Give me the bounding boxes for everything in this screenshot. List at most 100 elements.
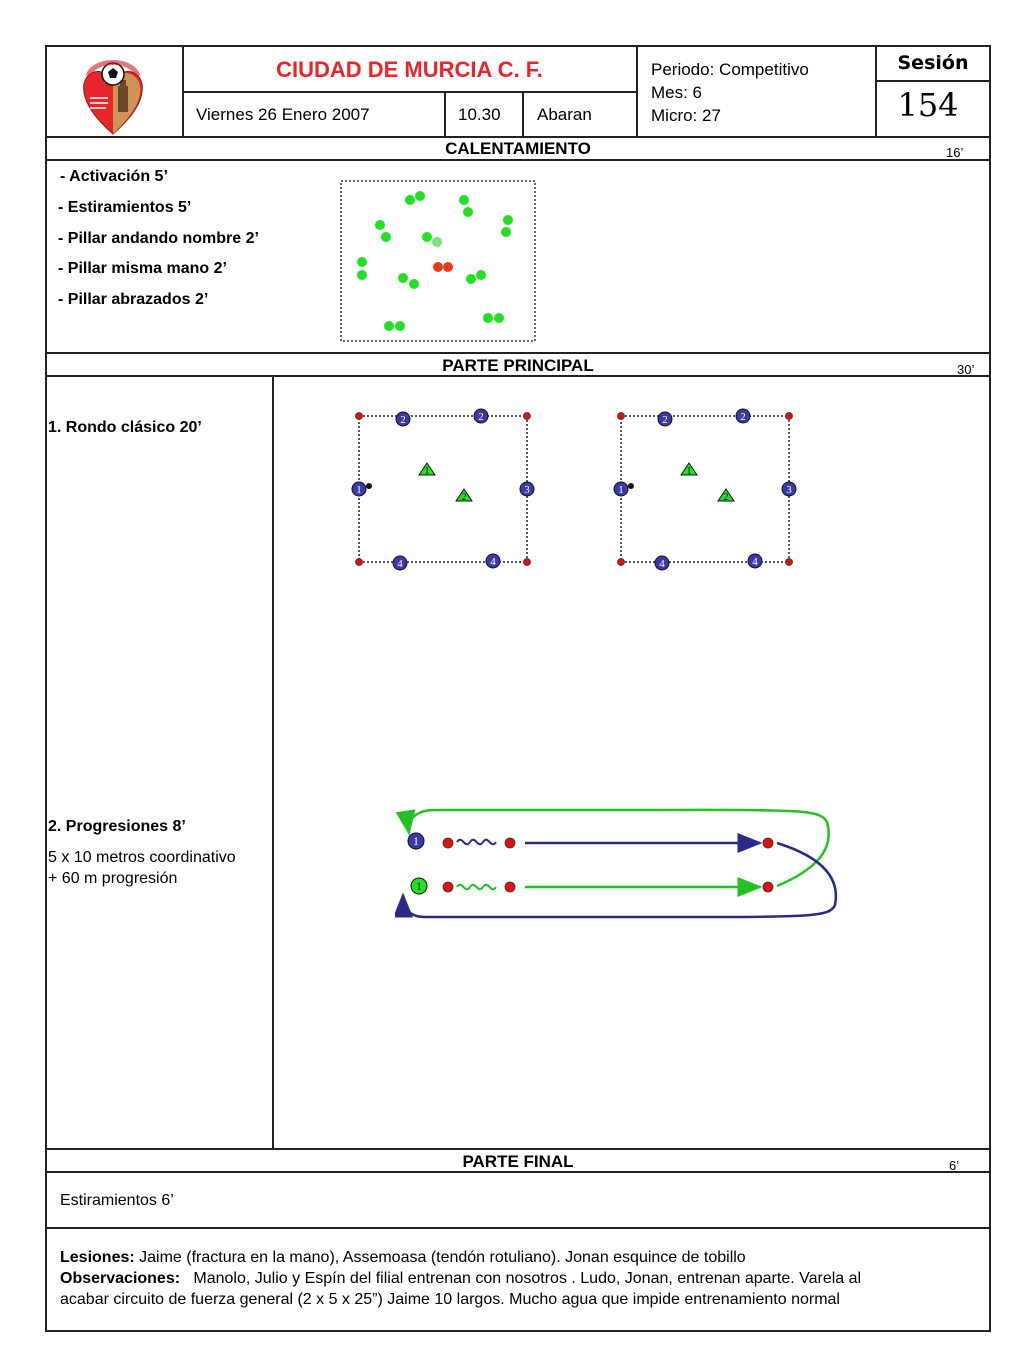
player-marker <box>395 321 405 331</box>
observations-line-2: acabar circuito de fuerza general (2 x 5… <box>60 1291 840 1308</box>
corner-cone <box>785 412 793 420</box>
cone <box>762 837 774 849</box>
exercise-2-title: 2. Progresiones 8’ <box>48 818 186 835</box>
cone <box>442 837 454 849</box>
warmup-field-diagram <box>340 180 538 344</box>
corner-cone <box>355 558 363 566</box>
player-marker <box>432 237 442 247</box>
corner-cone <box>617 558 625 566</box>
player-marker <box>503 215 513 225</box>
player-marker <box>422 232 432 242</box>
green-defender-1 <box>680 462 698 476</box>
session-time: 10.30 <box>458 105 501 124</box>
ball <box>628 483 634 489</box>
defender-label: 1 <box>687 466 692 477</box>
blue-player-3 <box>519 481 535 497</box>
observations-text: Manolo, Julio y Espín del filial entrena… <box>180 1270 862 1287</box>
blue-player-1 <box>351 481 367 497</box>
rondo-diagram-2: 2 2 1 3 4 4 1 2 <box>613 408 797 571</box>
final-title-line <box>45 1171 991 1173</box>
player-label: 4 <box>659 558 665 570</box>
blue-player-2 <box>395 411 411 427</box>
blue-player-1 <box>407 832 425 850</box>
exercise-2-line1: 5 x 10 metros coordinativo <box>48 849 236 866</box>
player-label: 2 <box>740 411 746 423</box>
player-marker <box>381 232 391 242</box>
player-marker <box>357 257 367 267</box>
warmup-item: - Activación 5’ <box>60 168 168 185</box>
warmup-field-boundary <box>340 180 536 342</box>
observations-label: Observaciones: <box>60 1270 181 1287</box>
player-label: 4 <box>752 556 758 568</box>
warmup-duration: 16’ <box>946 145 964 160</box>
month-label: Mes: 6 <box>651 83 703 102</box>
player-label: 4 <box>397 558 403 570</box>
exercise-2-line2: + 60 m progresión <box>48 870 178 887</box>
player-marker <box>405 195 415 205</box>
blue-player-4 <box>654 555 670 571</box>
header-divider-date <box>444 91 446 137</box>
player-label: 3 <box>524 484 530 496</box>
header-divider-club <box>636 45 638 137</box>
player-marker <box>476 270 486 280</box>
player-marker <box>466 274 476 284</box>
header-bottom-line <box>45 136 991 138</box>
player-marker <box>494 313 504 323</box>
main-column-divider <box>272 375 274 1149</box>
player-marker <box>398 273 408 283</box>
defender-label: 2 <box>462 492 467 503</box>
defender-label: 2 <box>724 492 729 503</box>
session-place: Abaran <box>537 105 592 124</box>
blue-player-4 <box>392 555 408 571</box>
corner-cone <box>355 412 363 420</box>
blue-player-2 <box>735 408 751 424</box>
player-label: 4 <box>490 556 496 568</box>
catcher-marker <box>443 262 453 272</box>
header-divider-period <box>875 45 877 137</box>
final-bottom-line <box>45 1227 991 1229</box>
main-duration: 30’ <box>957 362 975 377</box>
player-marker <box>483 313 493 323</box>
player-label: 1 <box>356 484 362 496</box>
coordination-wave <box>456 883 497 891</box>
rondo-diagrams: 2 2 1 3 4 4 1 2 <box>340 400 810 580</box>
green-defender-1 <box>418 462 436 476</box>
session-label: Sesión <box>897 52 969 74</box>
ball <box>366 483 372 489</box>
green-defender-2 <box>717 488 735 502</box>
corner-cone <box>523 558 531 566</box>
blue-player-1 <box>613 481 629 497</box>
rondo-field-boundary <box>358 415 528 563</box>
final-title: PARTE FINAL <box>462 1152 574 1171</box>
blue-player-2 <box>657 411 673 427</box>
warmup-item: - Estiramientos 5’ <box>58 199 192 216</box>
injuries-line: Lesiones: Jaime (fractura en la mano), A… <box>60 1249 746 1267</box>
session-sheet <box>45 45 991 1332</box>
cone <box>442 881 454 893</box>
coordination-wave <box>456 838 497 846</box>
player-label: 2 <box>400 414 406 426</box>
player-label: 1 <box>413 834 419 848</box>
player-marker <box>409 279 419 289</box>
cone <box>504 837 516 849</box>
warmup-item: - Pillar andando nombre 2’ <box>58 230 259 247</box>
warmup-item: - Pillar misma mano 2’ <box>58 260 227 277</box>
micro-label: Micro: 27 <box>651 106 721 125</box>
player-marker <box>463 207 473 217</box>
header-divider-time <box>522 91 524 137</box>
player-marker <box>375 220 385 230</box>
progression-diagram: 1 1 <box>393 800 845 925</box>
header-session-line <box>875 80 991 82</box>
player-marker <box>415 191 425 201</box>
club-name: CIUDAD DE MURCIA C. F. <box>276 57 543 82</box>
player-label: 1 <box>416 879 422 893</box>
navy-return-path <box>393 841 838 919</box>
main-bottom-line <box>45 1148 991 1150</box>
final-duration: 6’ <box>949 1158 960 1173</box>
main-title-line <box>45 375 991 377</box>
injuries-text: Jaime (fractura en la mano), Assemoasa (… <box>134 1249 746 1266</box>
warmup-title-line <box>45 159 991 161</box>
warmup-item: - Pillar abrazados 2’ <box>58 291 209 308</box>
rondo-diagram-1: 2 2 1 3 4 4 1 2 <box>351 408 535 571</box>
blue-player-3 <box>781 481 797 497</box>
